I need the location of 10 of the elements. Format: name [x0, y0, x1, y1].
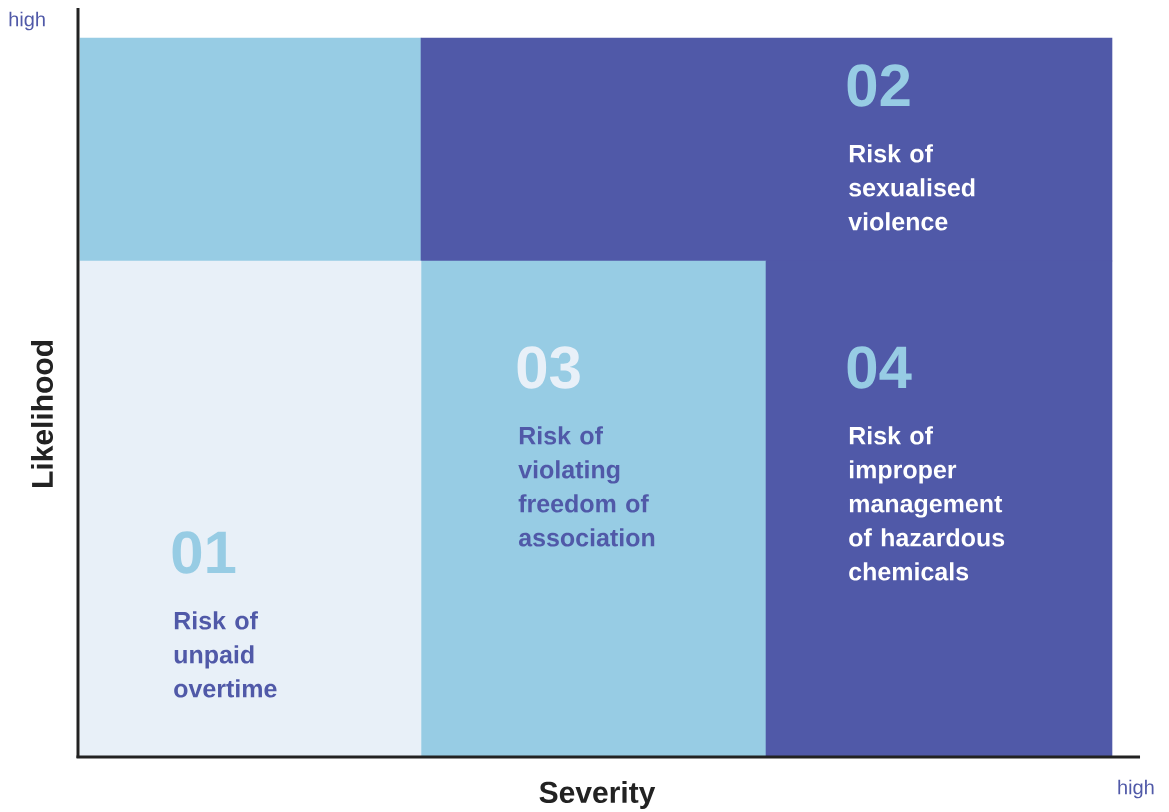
axis-end-label: high	[1118, 779, 1154, 799]
node-label: Risk of improper management of hazardous chemicals	[849, 426, 1005, 581]
matrix-cell: 03 Risk of violating freedom of association	[420, 260, 767, 758]
matrix-cell	[79, 37, 422, 262]
axis-title: Likelihood	[31, 340, 53, 487]
matrix-cell: 01 Risk of unpaid overtime	[79, 260, 422, 758]
node-label: 04	[847, 346, 912, 389]
axis-end-label: high	[9, 11, 45, 31]
matrix-cell: 04 Risk of improper management of hazardous chemicals	[765, 260, 1113, 758]
matrix-cell: 02 Risk of sexualised violence	[420, 37, 1113, 262]
